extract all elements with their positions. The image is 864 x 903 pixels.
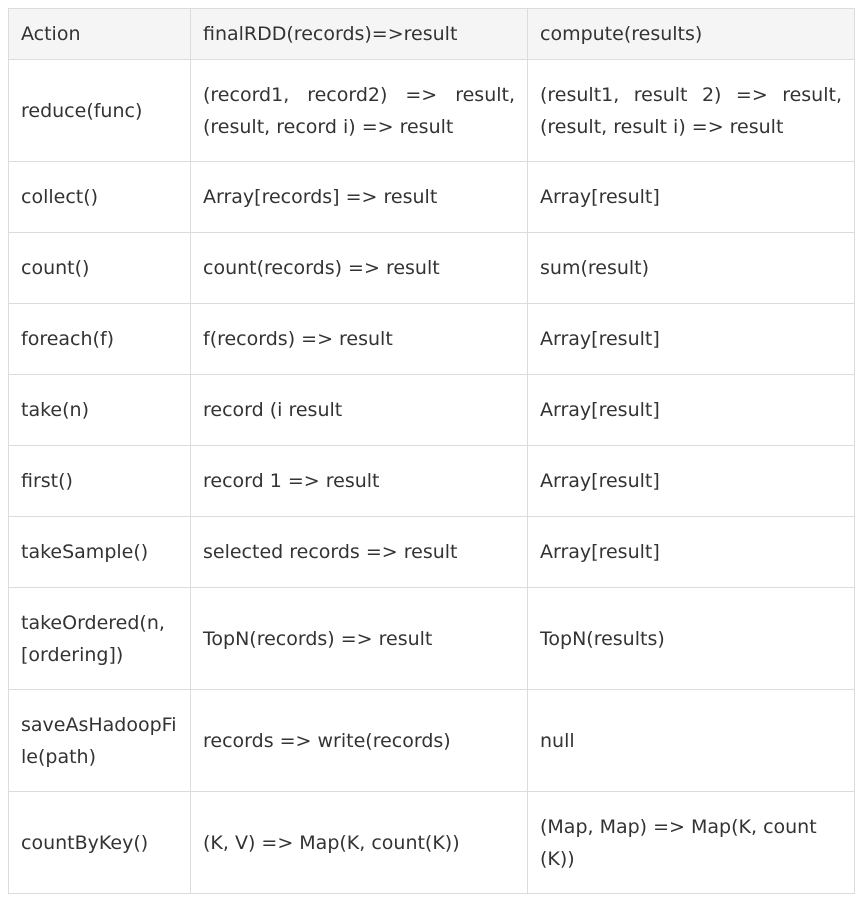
final-rdd-cell: f(records) => result <box>190 303 528 375</box>
table-row: countByKey() (K, V) => Map(K, count(K)) … <box>8 791 855 894</box>
table-row: first() record 1 => result Array[result] <box>8 445 855 517</box>
action-cell: takeOrdered(n, [ordering]) <box>8 587 191 690</box>
action-cell: foreach(f) <box>8 303 191 375</box>
action-cell: takeSample() <box>8 516 191 588</box>
header-action: Action <box>8 8 191 60</box>
final-rdd-cell: selected records => result <box>190 516 528 588</box>
action-cell: first() <box>8 445 191 517</box>
table-row: take(n) record (i result Array[result] <box>8 374 855 446</box>
compute-cell: TopN(results) <box>527 587 855 690</box>
compute-cell: Array[result] <box>527 161 855 233</box>
table-row: takeSample() selected records => result … <box>8 516 855 588</box>
final-rdd-cell: records => write(records) <box>190 689 528 792</box>
table-header-row: Action finalRDD(records)=>result compute… <box>8 8 855 60</box>
final-rdd-cell: (record1, record2) => result, (result, r… <box>190 59 528 162</box>
compute-cell: Array[result] <box>527 374 855 446</box>
rdd-actions-table: Action finalRDD(records)=>result compute… <box>8 8 855 894</box>
compute-cell: Array[result] <box>527 303 855 375</box>
table-row: collect() Array[records] => result Array… <box>8 161 855 233</box>
action-cell: take(n) <box>8 374 191 446</box>
compute-cell: null <box>527 689 855 792</box>
table-row: count() count(records) => result sum(res… <box>8 232 855 304</box>
rdd-actions-table-container: Action finalRDD(records)=>result compute… <box>8 8 855 894</box>
final-rdd-cell: (K, V) => Map(K, count(K)) <box>190 791 528 894</box>
final-rdd-cell: Array[records] => result <box>190 161 528 233</box>
header-compute: compute(results) <box>527 8 855 60</box>
compute-cell: Array[result] <box>527 516 855 588</box>
action-cell: collect() <box>8 161 191 233</box>
final-rdd-cell: record (i result <box>190 374 528 446</box>
final-rdd-cell: record 1 => result <box>190 445 528 517</box>
final-rdd-cell: count(records) => result <box>190 232 528 304</box>
table-row: saveAsHadoopFile(path) records => write(… <box>8 689 855 792</box>
action-cell: saveAsHadoopFile(path) <box>8 689 191 792</box>
compute-cell: (result1, result 2) => result, (result, … <box>527 59 855 162</box>
header-final-rdd: finalRDD(records)=>result <box>190 8 528 60</box>
action-cell: countByKey() <box>8 791 191 894</box>
table-row: takeOrdered(n, [ordering]) TopN(records)… <box>8 587 855 690</box>
compute-cell: sum(result) <box>527 232 855 304</box>
action-cell: count() <box>8 232 191 304</box>
final-rdd-cell: TopN(records) => result <box>190 587 528 690</box>
table-row: reduce(func) (record1, record2) => resul… <box>8 59 855 162</box>
action-cell: reduce(func) <box>8 59 191 162</box>
compute-cell: (Map, Map) => Map(K, count (K)) <box>527 791 855 894</box>
compute-cell: Array[result] <box>527 445 855 517</box>
table-row: foreach(f) f(records) => result Array[re… <box>8 303 855 375</box>
